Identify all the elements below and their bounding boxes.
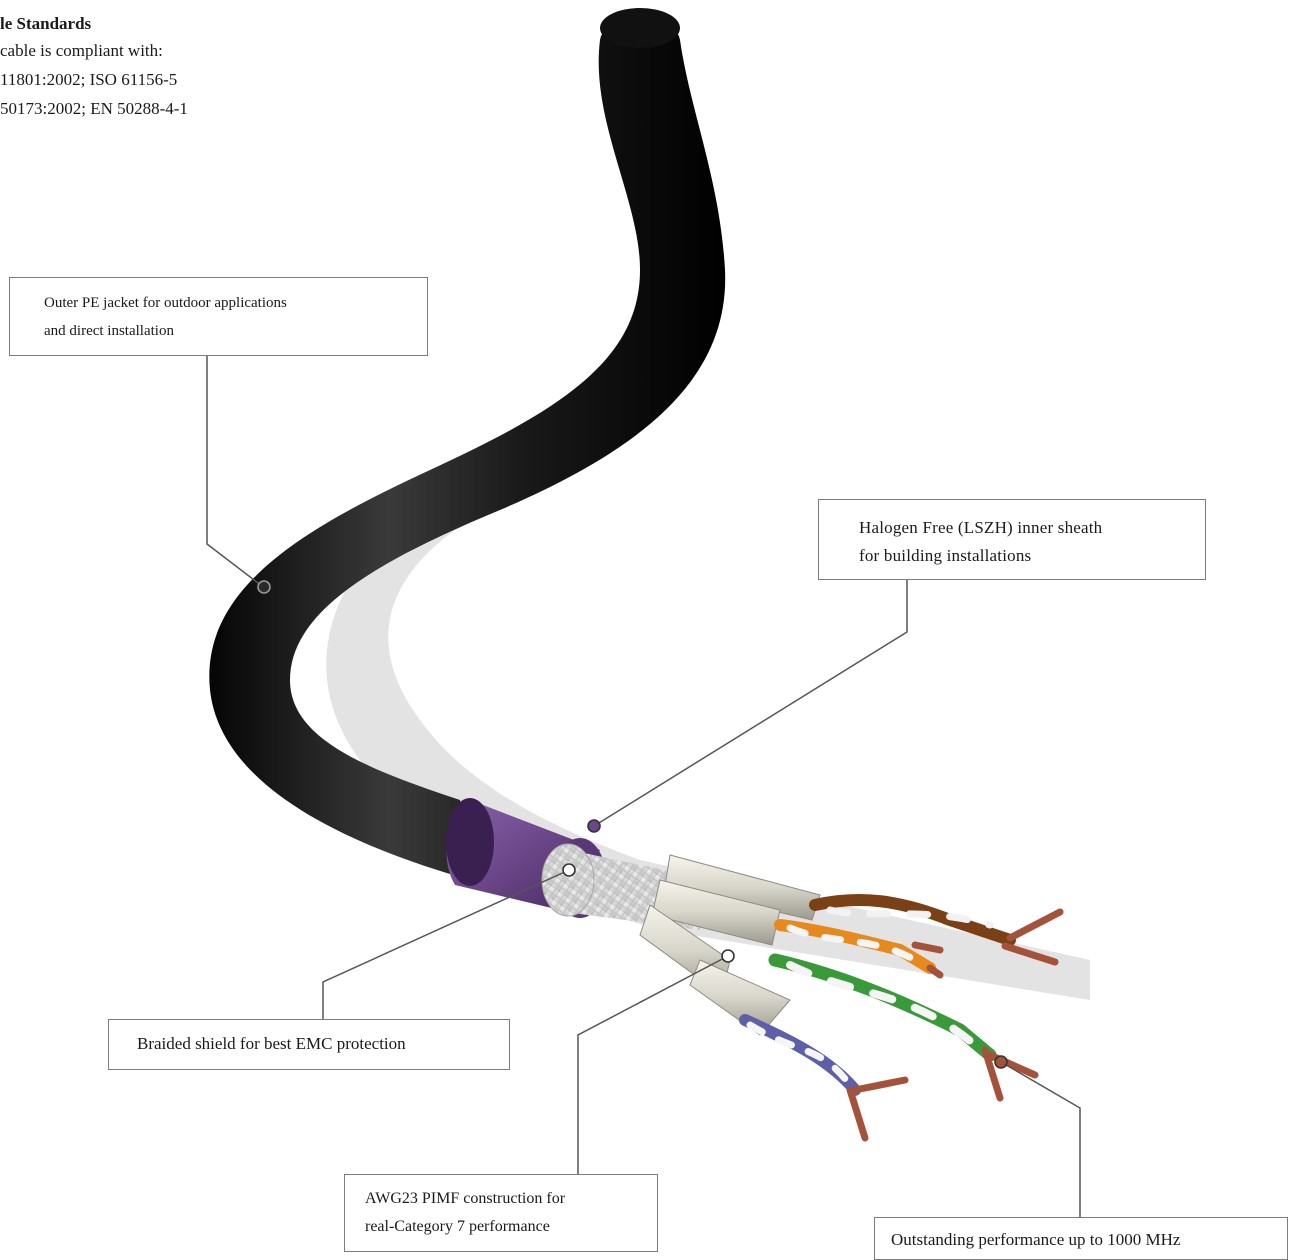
callout-outer-jacket: Outer PE jacket for outdoor applications… — [9, 277, 428, 356]
callout-text: AWG23 PIMF construction for — [365, 1185, 657, 1213]
standards-line-2: 50173:2002; EN 50288-4-1 — [0, 94, 300, 123]
leader-line-jacket — [207, 356, 262, 586]
leader-line-sheath — [594, 580, 907, 826]
callout-text: Braided shield for best EMC protection — [137, 1030, 509, 1058]
callout-inner-sheath: Halogen Free (LSZH) inner sheath for bui… — [818, 499, 1206, 580]
leader-line-performance — [1001, 1062, 1080, 1217]
marker-performance — [995, 1056, 1007, 1068]
marker-braid — [563, 864, 575, 876]
callout-braided-shield: Braided shield for best EMC protection — [108, 1019, 510, 1070]
callout-text: real-Category 7 performance — [365, 1213, 657, 1241]
callout-text: for building installations — [859, 542, 1205, 570]
callout-text: Halogen Free (LSZH) inner sheath — [859, 514, 1205, 542]
callout-performance: Outstanding performance up to 1000 MHz — [874, 1217, 1288, 1260]
standards-intro: cable is compliant with: — [0, 36, 300, 65]
callout-awg23-pimf: AWG23 PIMF construction for real-Categor… — [344, 1174, 658, 1252]
callout-text: and direct installation — [44, 317, 427, 345]
marker-awg — [722, 950, 734, 962]
applicable-standards: le Standards cable is compliant with: 11… — [0, 12, 300, 123]
marker-jacket — [258, 581, 270, 593]
callout-text: Outer PE jacket for outdoor applications — [44, 289, 427, 317]
marker-sheath — [588, 820, 600, 832]
standards-line-1: 11801:2002; ISO 61156-5 — [0, 65, 300, 94]
standards-title: le Standards — [0, 12, 300, 36]
outer-pe-jacket — [209, 18, 725, 881]
callout-text: Outstanding performance up to 1000 MHz — [891, 1226, 1287, 1254]
foiled-pair-bottom — [690, 960, 790, 1035]
